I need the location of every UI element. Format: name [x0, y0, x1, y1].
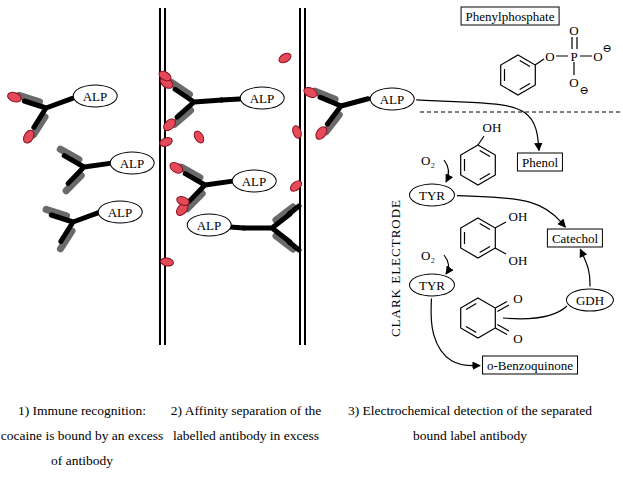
- charge-sign: ⊖: [602, 41, 611, 56]
- enzyme-ellipse: ALP: [187, 214, 232, 237]
- atom-label: OH: [509, 209, 528, 224]
- reaction-arrow: [580, 249, 590, 286]
- atom-label: O: [569, 75, 578, 90]
- node-text: ALP: [120, 156, 145, 171]
- enzyme-ellipse: ALP: [73, 85, 118, 108]
- node-text: TYR: [419, 188, 445, 203]
- enzyme-ellipse: TYR: [409, 274, 455, 297]
- enzyme-ellipse: ALP: [98, 201, 143, 224]
- reaction-arrow: [431, 298, 480, 365]
- step-caption: 2) Affinity separation of the labelled a…: [161, 398, 331, 448]
- compound-box: Phenylphosphate: [461, 7, 560, 26]
- atom-label: O: [569, 23, 578, 38]
- node-text: Phenol: [522, 155, 558, 170]
- atom-label: O: [545, 49, 554, 64]
- enzyme-ellipse: GDH: [566, 289, 614, 312]
- node-text: o-Benzoquinone: [487, 358, 573, 373]
- node-text: Phenylphosphate: [466, 9, 555, 24]
- compound-box: Phenol: [517, 153, 563, 172]
- enzyme-ellipse: ALP: [370, 88, 415, 111]
- step-caption: 3) Electrochemical detection of the sepa…: [330, 398, 610, 448]
- node-text: ALP: [83, 89, 108, 104]
- reagent-label: O₂: [421, 153, 435, 168]
- node-text: ALP: [380, 92, 405, 107]
- charge-sign: ⊖: [579, 83, 588, 98]
- enzyme-ellipse: TYR: [409, 184, 455, 207]
- enzyme-ellipse: ALP: [232, 170, 277, 193]
- atom-label: O: [513, 291, 522, 306]
- node-text: TYR: [419, 278, 445, 293]
- reagent-label: O₂: [421, 248, 435, 263]
- node-text: GDH: [576, 293, 604, 308]
- node-text: ALP: [108, 205, 133, 220]
- node-text: ALP: [242, 174, 267, 189]
- node-text: Catechol: [552, 231, 598, 246]
- compound-box: o-Benzoquinone: [482, 356, 578, 375]
- node-text: ALP: [197, 218, 222, 233]
- atom-label: O: [593, 49, 602, 64]
- atom-label: OH: [509, 253, 528, 268]
- reaction-arrow: [457, 196, 565, 227]
- electrode-label: CLARK ELECTRODE: [388, 199, 403, 337]
- atom-label: OH: [483, 120, 502, 135]
- enzyme-ellipse: ALP: [110, 152, 155, 175]
- compound-box: Catechol: [547, 229, 603, 248]
- atom-label: P: [570, 49, 577, 64]
- step-caption: 1) Immune recognition: cocaine is bound …: [0, 398, 165, 473]
- enzyme-ellipse: ALP: [240, 87, 285, 110]
- atom-label: O: [513, 331, 522, 346]
- node-text: ALP: [250, 91, 275, 106]
- reaction-arrow: [416, 100, 539, 151]
